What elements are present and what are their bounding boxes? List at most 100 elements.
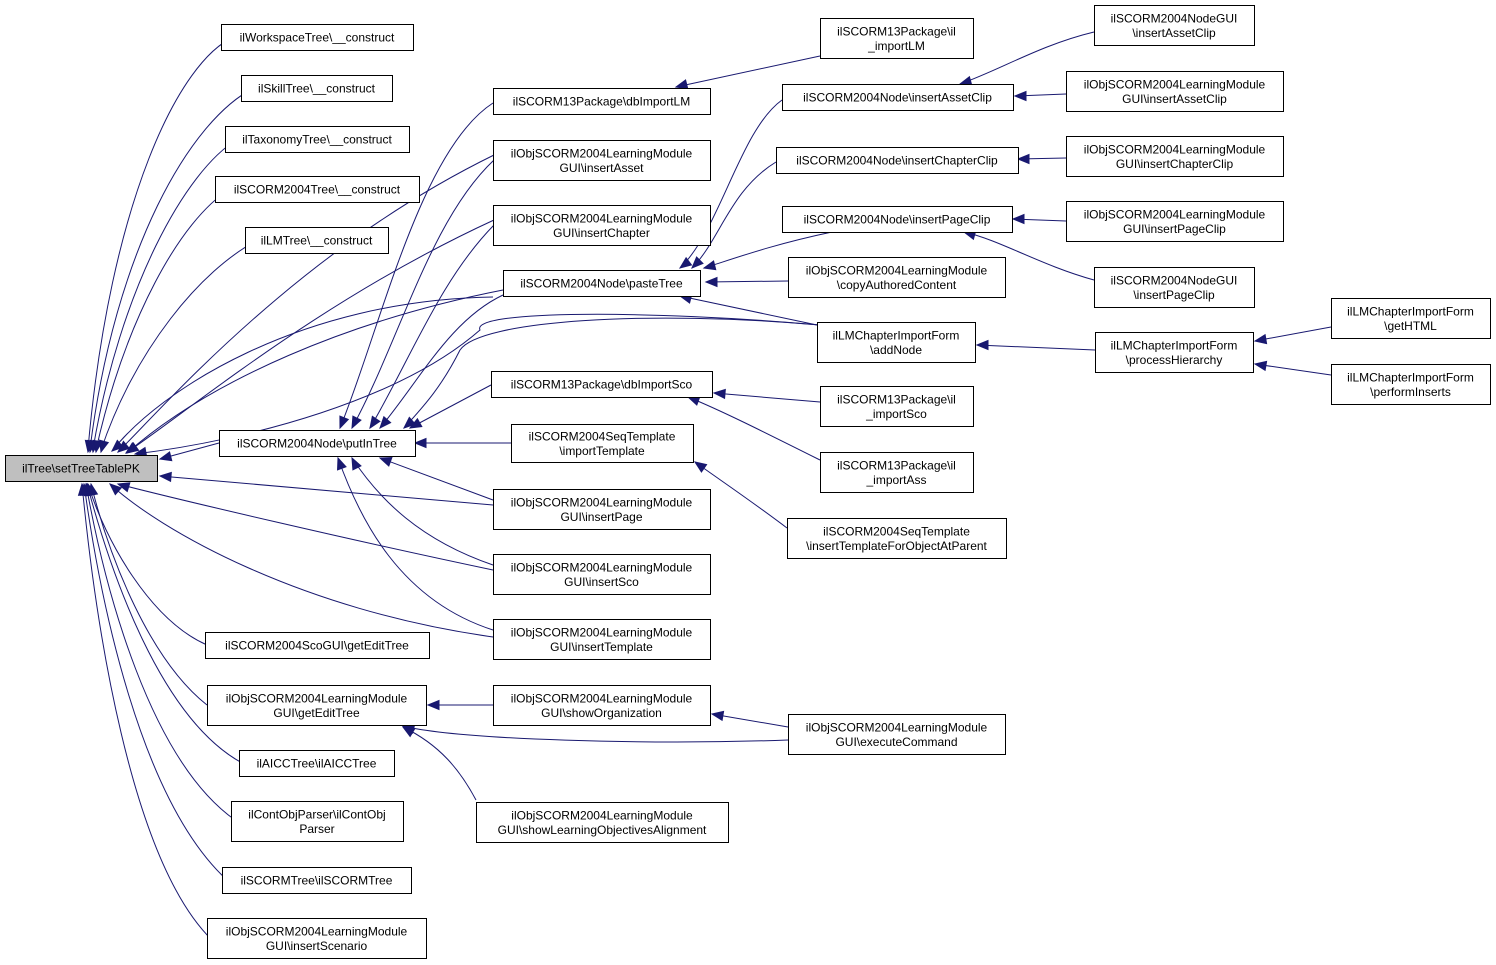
node-ilImportSco[interactable]: ilSCORM13Package\il_importSco	[820, 386, 974, 427]
call-edge	[85, 483, 236, 821]
node-insTemplate[interactable]: ilObjSCORM2004LearningModuleGUI\insertTe…	[493, 619, 711, 660]
node-label: ilObjSCORM2004LearningModule	[511, 212, 693, 226]
call-edge	[369, 224, 495, 429]
node-label: GUI\insertSco	[564, 575, 639, 589]
node-copyAuth[interactable]: ilObjSCORM2004LearningModule\copyAuthore…	[788, 257, 1006, 298]
node-pasteTree[interactable]: ilSCORM2004Node\pasteTree	[503, 270, 701, 297]
call-edge	[1254, 326, 1332, 342]
node-skillTree[interactable]: ilSkillTree\__construct	[241, 75, 393, 102]
call-edge	[351, 159, 495, 429]
node-label: GUI\insertPage	[560, 510, 642, 524]
arrowhead	[339, 415, 350, 430]
node-showOrg[interactable]: ilObjSCORM2004LearningModuleGUI\showOrga…	[493, 685, 711, 726]
arrowhead	[337, 456, 347, 471]
node-label: \insertAssetClip	[1132, 26, 1216, 40]
node-insTplParent[interactable]: ilSCORM2004SeqTemplate\insertTemplateFor…	[787, 518, 1007, 559]
call-edge	[379, 457, 494, 501]
arrowhead	[1253, 333, 1268, 345]
node-perfIns[interactable]: ilLMChapterImportForm\performInserts	[1331, 364, 1491, 405]
call-edge	[86, 483, 245, 765]
call-edge	[409, 384, 492, 429]
arrowhead	[413, 437, 427, 449]
node-taxTree[interactable]: ilTaxonomyTree\__construct	[225, 126, 410, 153]
arrowhead	[403, 416, 417, 429]
call-edge	[111, 296, 494, 452]
node-scormTree[interactable]: ilSCORMTree\ilSCORMTree	[222, 867, 412, 894]
node-label: ilLMChapterImportForm	[1347, 305, 1474, 319]
node-wsTree[interactable]: ilWorkspaceTree\__construct	[221, 24, 414, 51]
call-edge	[95, 188, 231, 451]
node-dbImportSco[interactable]: ilSCORM13Package\dbImportSco	[491, 371, 713, 398]
node-showLO[interactable]: ilObjSCORM2004LearningModuleGUI\showLear…	[476, 802, 729, 843]
node-insAsset[interactable]: ilObjSCORM2004LearningModuleGUI\insertAs…	[493, 140, 711, 181]
node-aicc[interactable]: ilAICCTree\ilAICCTree	[239, 750, 395, 777]
call-edge	[713, 392, 821, 403]
call-edge	[87, 36, 235, 450]
node-label: ilTree\setTreeTablePK	[22, 462, 140, 476]
node-ilImportAss[interactable]: ilSCORM13Package\il_importAss	[820, 452, 974, 493]
arrowhead	[704, 276, 718, 288]
call-edge	[402, 726, 477, 801]
node-addNode[interactable]: ilLMChapterImportForm\addNode	[817, 322, 976, 363]
node-label: Parser	[299, 822, 334, 836]
node-lmguiPage[interactable]: ilObjSCORM2004LearningModuleGUI\insertPa…	[1066, 201, 1284, 242]
node-ilImportLM[interactable]: ilSCORM13Package\il_importLM	[820, 18, 974, 59]
node-insScenario[interactable]: ilObjSCORM2004LearningModuleGUI\insertSc…	[207, 918, 427, 959]
node-lmEdit[interactable]: ilObjSCORM2004LearningModuleGUI\getEditT…	[207, 685, 427, 726]
call-edge	[126, 289, 504, 454]
node-insPage[interactable]: ilObjSCORM2004LearningModuleGUI\insertPa…	[493, 489, 711, 530]
call-edge	[379, 294, 504, 429]
node-label: ilSCORM2004Node\pasteTree	[520, 277, 683, 291]
node-box	[493, 685, 711, 726]
node-lmTree[interactable]: ilLMTree\__construct	[245, 227, 389, 254]
node-nodeChapterClip[interactable]: ilSCORM2004Node\insertChapterClip	[776, 147, 1019, 174]
node-label: ilObjSCORM2004LearningModule	[511, 626, 693, 640]
node-box	[225, 126, 410, 153]
node-box	[782, 206, 1013, 233]
node-lmguiChapter[interactable]: ilObjSCORM2004LearningModuleGUI\insertCh…	[1066, 136, 1284, 177]
node-label: \insertPageClip	[1133, 288, 1215, 302]
node-root[interactable]: ilTree\setTreeTablePK	[5, 455, 158, 482]
call-edge	[403, 317, 821, 429]
node-insChapter[interactable]: ilObjSCORM2004LearningModuleGUI\insertCh…	[493, 205, 711, 246]
node-putInTree[interactable]: ilSCORM2004Node\putInTree	[219, 430, 416, 457]
node-label: GUI\insertAssetClip	[1122, 92, 1227, 106]
node-seqImport[interactable]: ilSCORM2004SeqTemplate\importTemplate	[511, 424, 694, 463]
call-edge	[100, 239, 259, 451]
node-dbImportLM[interactable]: ilSCORM13Package\dbImportLM	[493, 88, 711, 115]
node-nguiPage[interactable]: ilSCORM2004NodeGUI\insertPageClip	[1094, 267, 1255, 308]
node-box	[511, 424, 694, 463]
node-insSco[interactable]: ilObjSCORM2004LearningModuleGUI\insertSc…	[493, 554, 711, 595]
node-label: ilObjSCORM2004LearningModule	[806, 721, 988, 735]
call-edge	[339, 102, 494, 429]
call-edge	[1254, 363, 1332, 376]
node-contObj[interactable]: ilContObjParser\ilContObjParser	[231, 801, 404, 842]
node-scTree[interactable]: ilSCORM2004Tree\__construct	[215, 176, 420, 203]
node-label: \addNode	[870, 343, 922, 357]
arrowhead	[379, 415, 392, 429]
arrowhead	[1253, 360, 1268, 372]
node-label: _importLM	[867, 39, 925, 53]
call-edge	[691, 161, 777, 269]
node-box	[222, 867, 412, 894]
call-edge	[159, 475, 494, 506]
node-label: ilSCORM2004SeqTemplate	[823, 525, 970, 539]
node-getHTML[interactable]: ilLMChapterImportForm\getHTML	[1331, 298, 1491, 339]
node-nodePageClip[interactable]: ilSCORM2004Node\insertPageClip	[782, 206, 1013, 233]
node-label: ilObjSCORM2004LearningModule	[226, 692, 408, 706]
node-nguiAsset[interactable]: ilSCORM2004NodeGUI\insertAssetClip	[1094, 5, 1255, 46]
node-label: \insertTemplateForObjectAtParent	[806, 539, 987, 553]
node-label: ilSCORM13Package\il	[837, 393, 956, 407]
node-label: ilSCORM13Package\il	[837, 25, 956, 39]
call-edge	[402, 725, 789, 743]
arrowhead	[77, 482, 89, 496]
node-execCmd[interactable]: ilObjSCORM2004LearningModuleGUI\executeC…	[788, 714, 1006, 755]
nodes-layer: ilTree\setTreeTablePK ilWorkspaceTree\__c…	[5, 5, 1491, 959]
node-scoEdit[interactable]: ilSCORM2004ScoGUI\getEditTree	[205, 632, 430, 659]
node-lmguiAsset[interactable]: ilObjSCORM2004LearningModuleGUI\insertAs…	[1066, 71, 1284, 112]
node-box	[1331, 364, 1491, 405]
node-box	[493, 489, 711, 530]
arrowhead	[712, 388, 726, 400]
node-nodeAssetClip[interactable]: ilSCORM2004Node\insertAssetClip	[782, 84, 1014, 111]
node-procHier[interactable]: ilLMChapterImportForm\processHierarchy	[1095, 332, 1254, 373]
